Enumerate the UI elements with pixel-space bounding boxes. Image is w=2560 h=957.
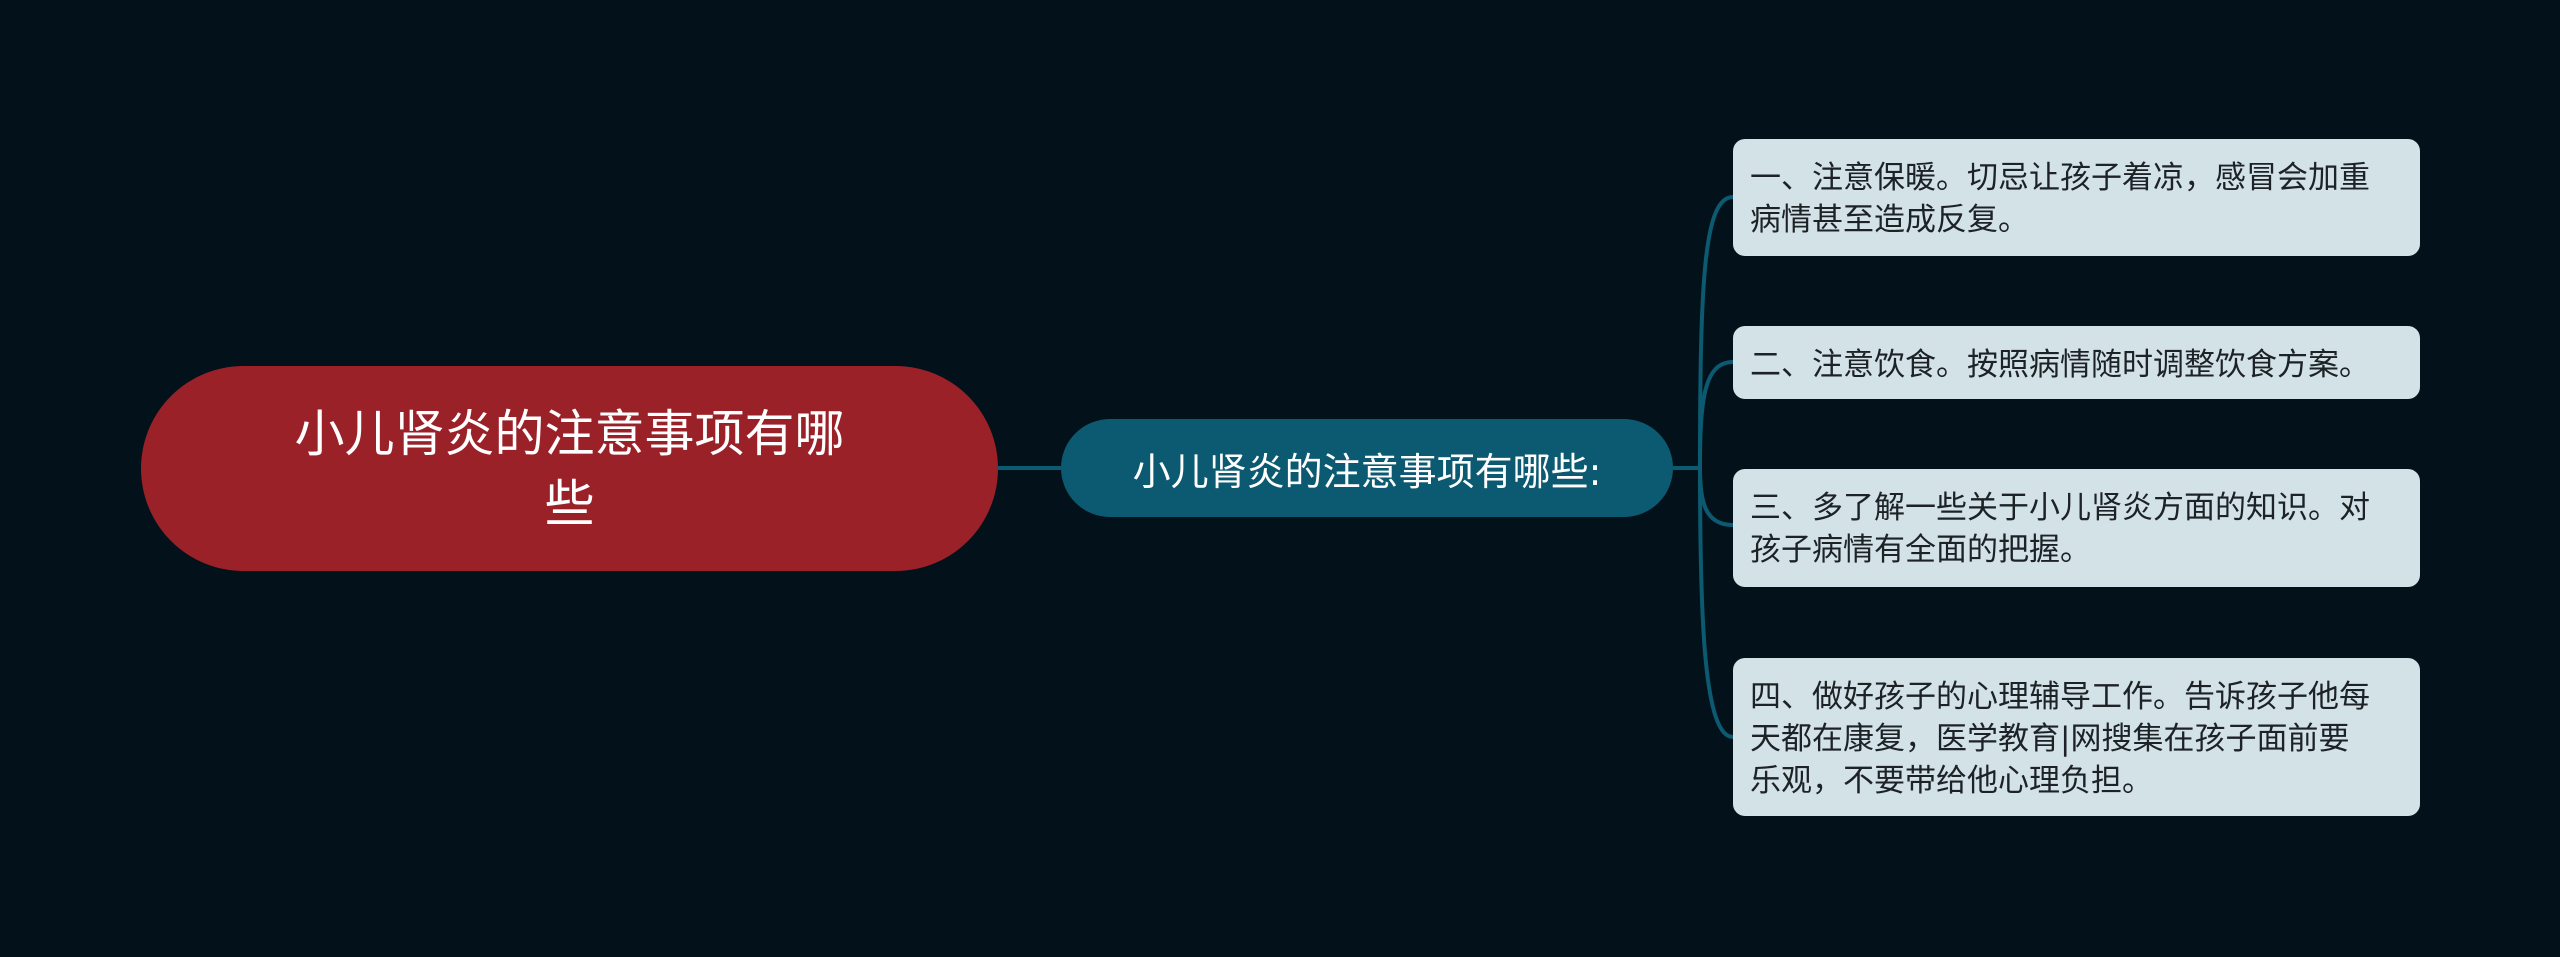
- connector-to-item-2: [1698, 360, 1734, 469]
- leaf-node-item-2[interactable]: 二、注意饮食。按照病情随时调整饮食方案。: [1733, 326, 2420, 399]
- root-topic-text: 小儿肾炎的注意事项有哪 些: [295, 399, 845, 539]
- leaf-node-item-4[interactable]: 四、做好孩子的心理辅导工作。告诉孩子他每 天都在康复，医学教育|网搜集在孩子面前…: [1733, 658, 2420, 816]
- leaf-item-4-line-2: 天都在康复，医学教育|网搜集在孩子面前要: [1750, 721, 2350, 757]
- leaf-item-1-line-1: 一、注意保暖。切忌让孩子着凉，感冒会加重: [1750, 160, 2370, 196]
- leaf-node-item-1[interactable]: 一、注意保暖。切忌让孩子着凉，感冒会加重 病情甚至造成反复。: [1733, 139, 2420, 256]
- leaf-item-4-line-1: 四、做好孩子的心理辅导工作。告诉孩子他每: [1750, 679, 2370, 715]
- branch-topic-label: 小儿肾炎的注意事项有哪些:: [1132, 449, 1602, 494]
- leaf-item-1-line-2: 病情甚至造成反复。: [1750, 202, 2029, 238]
- connector-to-item-3: [1698, 467, 1734, 527]
- connector-to-item-4: [1698, 467, 1734, 739]
- leaf-item-3-line-1: 三、多了解一些关于小儿肾炎方面的知识。对: [1750, 490, 2370, 526]
- leaf-item-4-line-3: 乐观，不要带给他心理负担。: [1750, 763, 2153, 799]
- root-topic-line-1: 小儿肾炎的注意事项有哪: [294, 404, 845, 463]
- root-topic-line-2: 些: [544, 474, 595, 533]
- root-topic-node[interactable]: 小儿肾炎的注意事项有哪 些: [141, 366, 998, 571]
- leaf-node-item-3[interactable]: 三、多了解一些关于小儿肾炎方面的知识。对 孩子病情有全面的把握。: [1733, 469, 2420, 587]
- branch-topic-node[interactable]: 小儿肾炎的注意事项有哪些:: [1061, 419, 1673, 517]
- connector-to-item-1: [1698, 195, 1734, 469]
- leaf-item-3-line-2: 孩子病情有全面的把握。: [1750, 532, 2091, 568]
- leaf-item-2-line-1: 二、注意饮食。按照病情随时调整饮食方案。: [1750, 347, 2370, 383]
